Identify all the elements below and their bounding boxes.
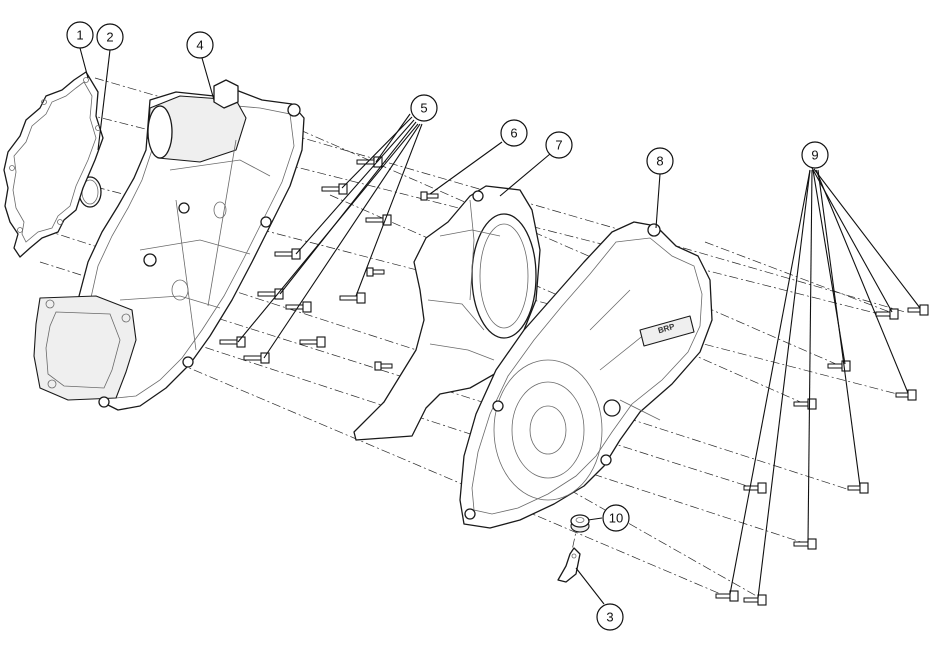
callout-number: 10 (609, 511, 623, 526)
grommet (570, 514, 590, 533)
inner-cover-bolts (219, 156, 392, 364)
callout-5: 5 (410, 94, 438, 122)
duct-bolts (366, 191, 439, 371)
bolt (895, 389, 917, 401)
bolt (366, 267, 385, 277)
outer-cover: BRP (459, 221, 713, 529)
callout-number: 5 (420, 101, 427, 116)
gasket (3, 71, 104, 258)
leader-lines (79, 47, 921, 605)
callout-2: 2 (96, 23, 124, 51)
clip (557, 547, 581, 583)
callout-7: 7 (545, 131, 573, 159)
outer-cover-bolts (715, 304, 929, 606)
bolt (243, 352, 270, 364)
bolt (743, 594, 767, 606)
bolt (219, 336, 246, 348)
callout-number: 7 (555, 138, 562, 153)
callout-number: 4 (196, 38, 203, 53)
callout-number: 3 (606, 610, 613, 625)
bolt (875, 308, 899, 320)
callout-10: 10 (602, 504, 630, 532)
bolt (827, 360, 851, 372)
bolt (743, 482, 767, 494)
bolt (339, 292, 366, 304)
bolt (285, 301, 312, 313)
bolt (793, 398, 817, 410)
bolt (321, 183, 348, 195)
callout-number: 6 (510, 126, 517, 141)
callout-number: 2 (106, 30, 113, 45)
bolt (299, 336, 326, 348)
callout-1: 1 (66, 21, 94, 49)
callout-number: 9 (811, 148, 818, 163)
bolt (847, 482, 869, 494)
callout-3: 3 (596, 603, 624, 631)
callout-number: 1 (76, 28, 83, 43)
bolt (257, 288, 284, 300)
inner-cover (33, 79, 305, 411)
bolt (907, 304, 929, 316)
callout-number: 8 (656, 154, 663, 169)
callout-6: 6 (500, 119, 528, 147)
bolt (420, 191, 439, 201)
bolt (715, 590, 739, 602)
air-duct (353, 185, 541, 441)
callout-4: 4 (186, 31, 214, 59)
callout-8: 8 (646, 147, 674, 175)
bolt (374, 361, 393, 371)
callout-9: 9 (801, 141, 829, 169)
bolt (793, 538, 817, 550)
